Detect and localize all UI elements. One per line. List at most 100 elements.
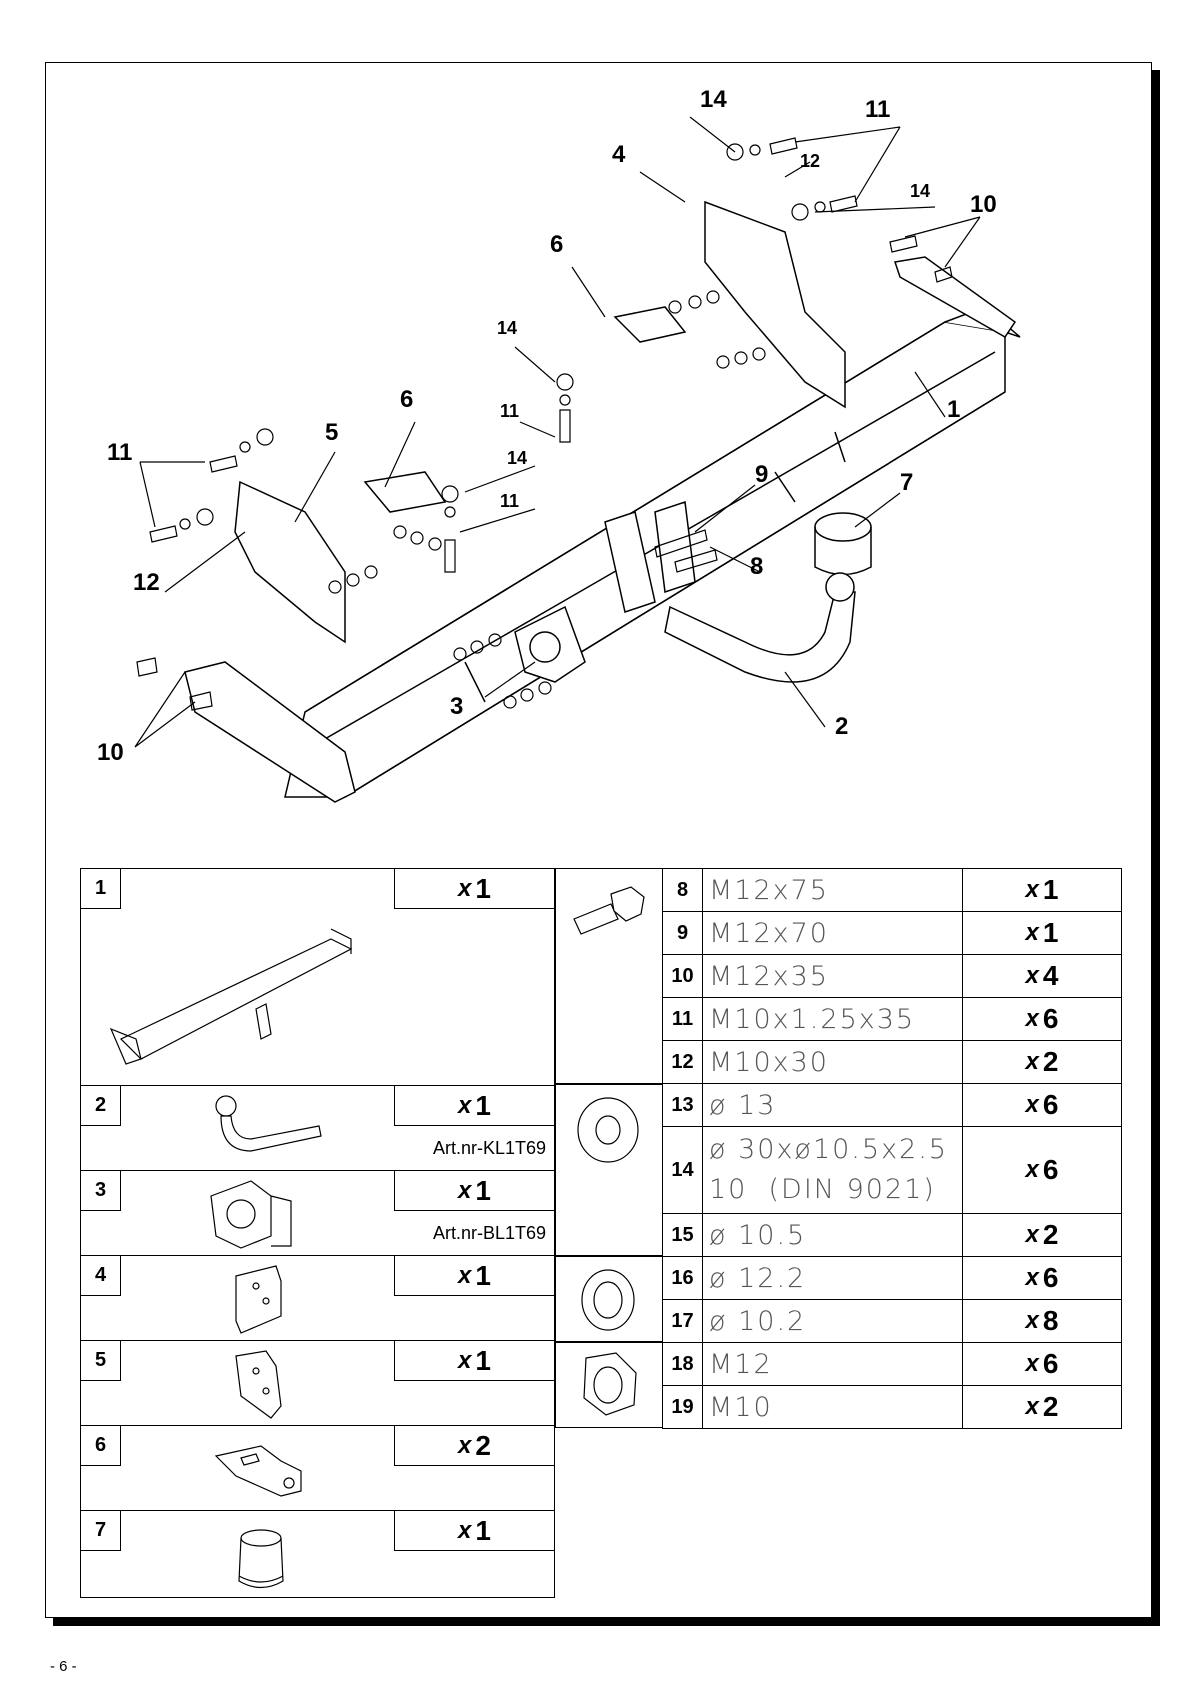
hardware-number: 11 (662, 997, 702, 1041)
callout-11: 11 (500, 401, 519, 421)
bracket-5-thumbnail (235, 1350, 282, 1419)
bracket-4-thumbnail (235, 1265, 282, 1334)
hardware-number: 12 (662, 1040, 702, 1084)
nut-picture-cell (555, 1342, 662, 1428)
ball-cover-7 (814, 512, 872, 576)
hardware-spec: M10 (702, 1385, 962, 1429)
tow-neck-2 (664, 591, 856, 683)
washer-icon (577, 1097, 639, 1163)
hardware-spec: M12 (702, 1342, 962, 1386)
callout-14: 14 (910, 181, 930, 201)
hardware-spec: ø 12.2 (702, 1256, 962, 1300)
hardware-number: 13 (662, 1083, 702, 1127)
hardware-number: 16 (662, 1256, 702, 1300)
leader-lines (134, 116, 981, 748)
fasteners (136, 137, 953, 711)
callout-11: 11 (865, 96, 890, 123)
callout-6: 6 (400, 386, 413, 413)
nut-icon (583, 1352, 637, 1416)
hardware-number: 15 (662, 1213, 702, 1257)
part-number: 5 (81, 1341, 121, 1381)
hardware-spec: M12x35 (702, 954, 962, 998)
bracket-6b (363, 471, 447, 513)
callout-1: 1 (947, 396, 960, 423)
callout-5: 5 (325, 419, 338, 446)
hardware-number: 18 (662, 1342, 702, 1386)
tow-ball-thumbnail (215, 1095, 322, 1152)
part-number: 1 (81, 869, 121, 909)
ball-cover-thumbnail (238, 1529, 284, 1589)
hardware-spec: ø 30xø10.5x2.5 10 (DIN 9021) (702, 1126, 962, 1214)
callout-14: 14 (700, 86, 727, 113)
callout-12: 12 (800, 151, 820, 171)
washer-picture-cell (555, 1084, 662, 1256)
callout-9: 9 (755, 461, 768, 488)
exploded-assembly-drawing: 14 11 12 4 14 10 6 14 11 1 6 5 11 14 11 … (45, 62, 1152, 852)
hardware-number: 17 (662, 1299, 702, 1343)
hardware-spec: M10x1.25x35 (702, 997, 962, 1041)
socket-plate-thumbnail (210, 1180, 292, 1249)
callout-7: 7 (900, 469, 913, 496)
hardware-spec: ø 13 (702, 1083, 962, 1127)
part-article-number: Art.nr-KL1T69 (432, 1138, 546, 1158)
callout-10: 10 (970, 191, 997, 218)
hardware-spec: M12x75 (702, 868, 962, 912)
callout-12: 12 (133, 569, 160, 596)
hardware-number: 14 (662, 1126, 702, 1214)
lock-washer-picture-cell (555, 1256, 662, 1342)
part-number: 6 (81, 1426, 121, 1466)
callout-6: 6 (550, 231, 563, 258)
bolt-icon (573, 886, 645, 935)
bracket-4 (704, 200, 846, 409)
callout-3: 3 (450, 693, 463, 720)
lock-washer-icon (581, 1269, 635, 1331)
hardware-number: 9 (662, 911, 702, 955)
part-number: 4 (81, 1256, 121, 1296)
callout-11: 11 (500, 491, 519, 511)
callout-14: 14 (497, 318, 517, 338)
hardware-number: 8 (662, 868, 702, 912)
callout-4: 4 (612, 141, 626, 168)
hardware-spec: ø 10.2 (702, 1299, 962, 1343)
hardware-number: 10 (662, 954, 702, 998)
callout-10: 10 (97, 739, 124, 766)
part-article-number: Art.nr-BL1T69 (432, 1223, 546, 1243)
bolt-picture-cell (555, 868, 662, 1084)
bracket-6a (613, 306, 687, 343)
crossbar-thumbnail (109, 928, 353, 1065)
central-mount (604, 500, 696, 613)
